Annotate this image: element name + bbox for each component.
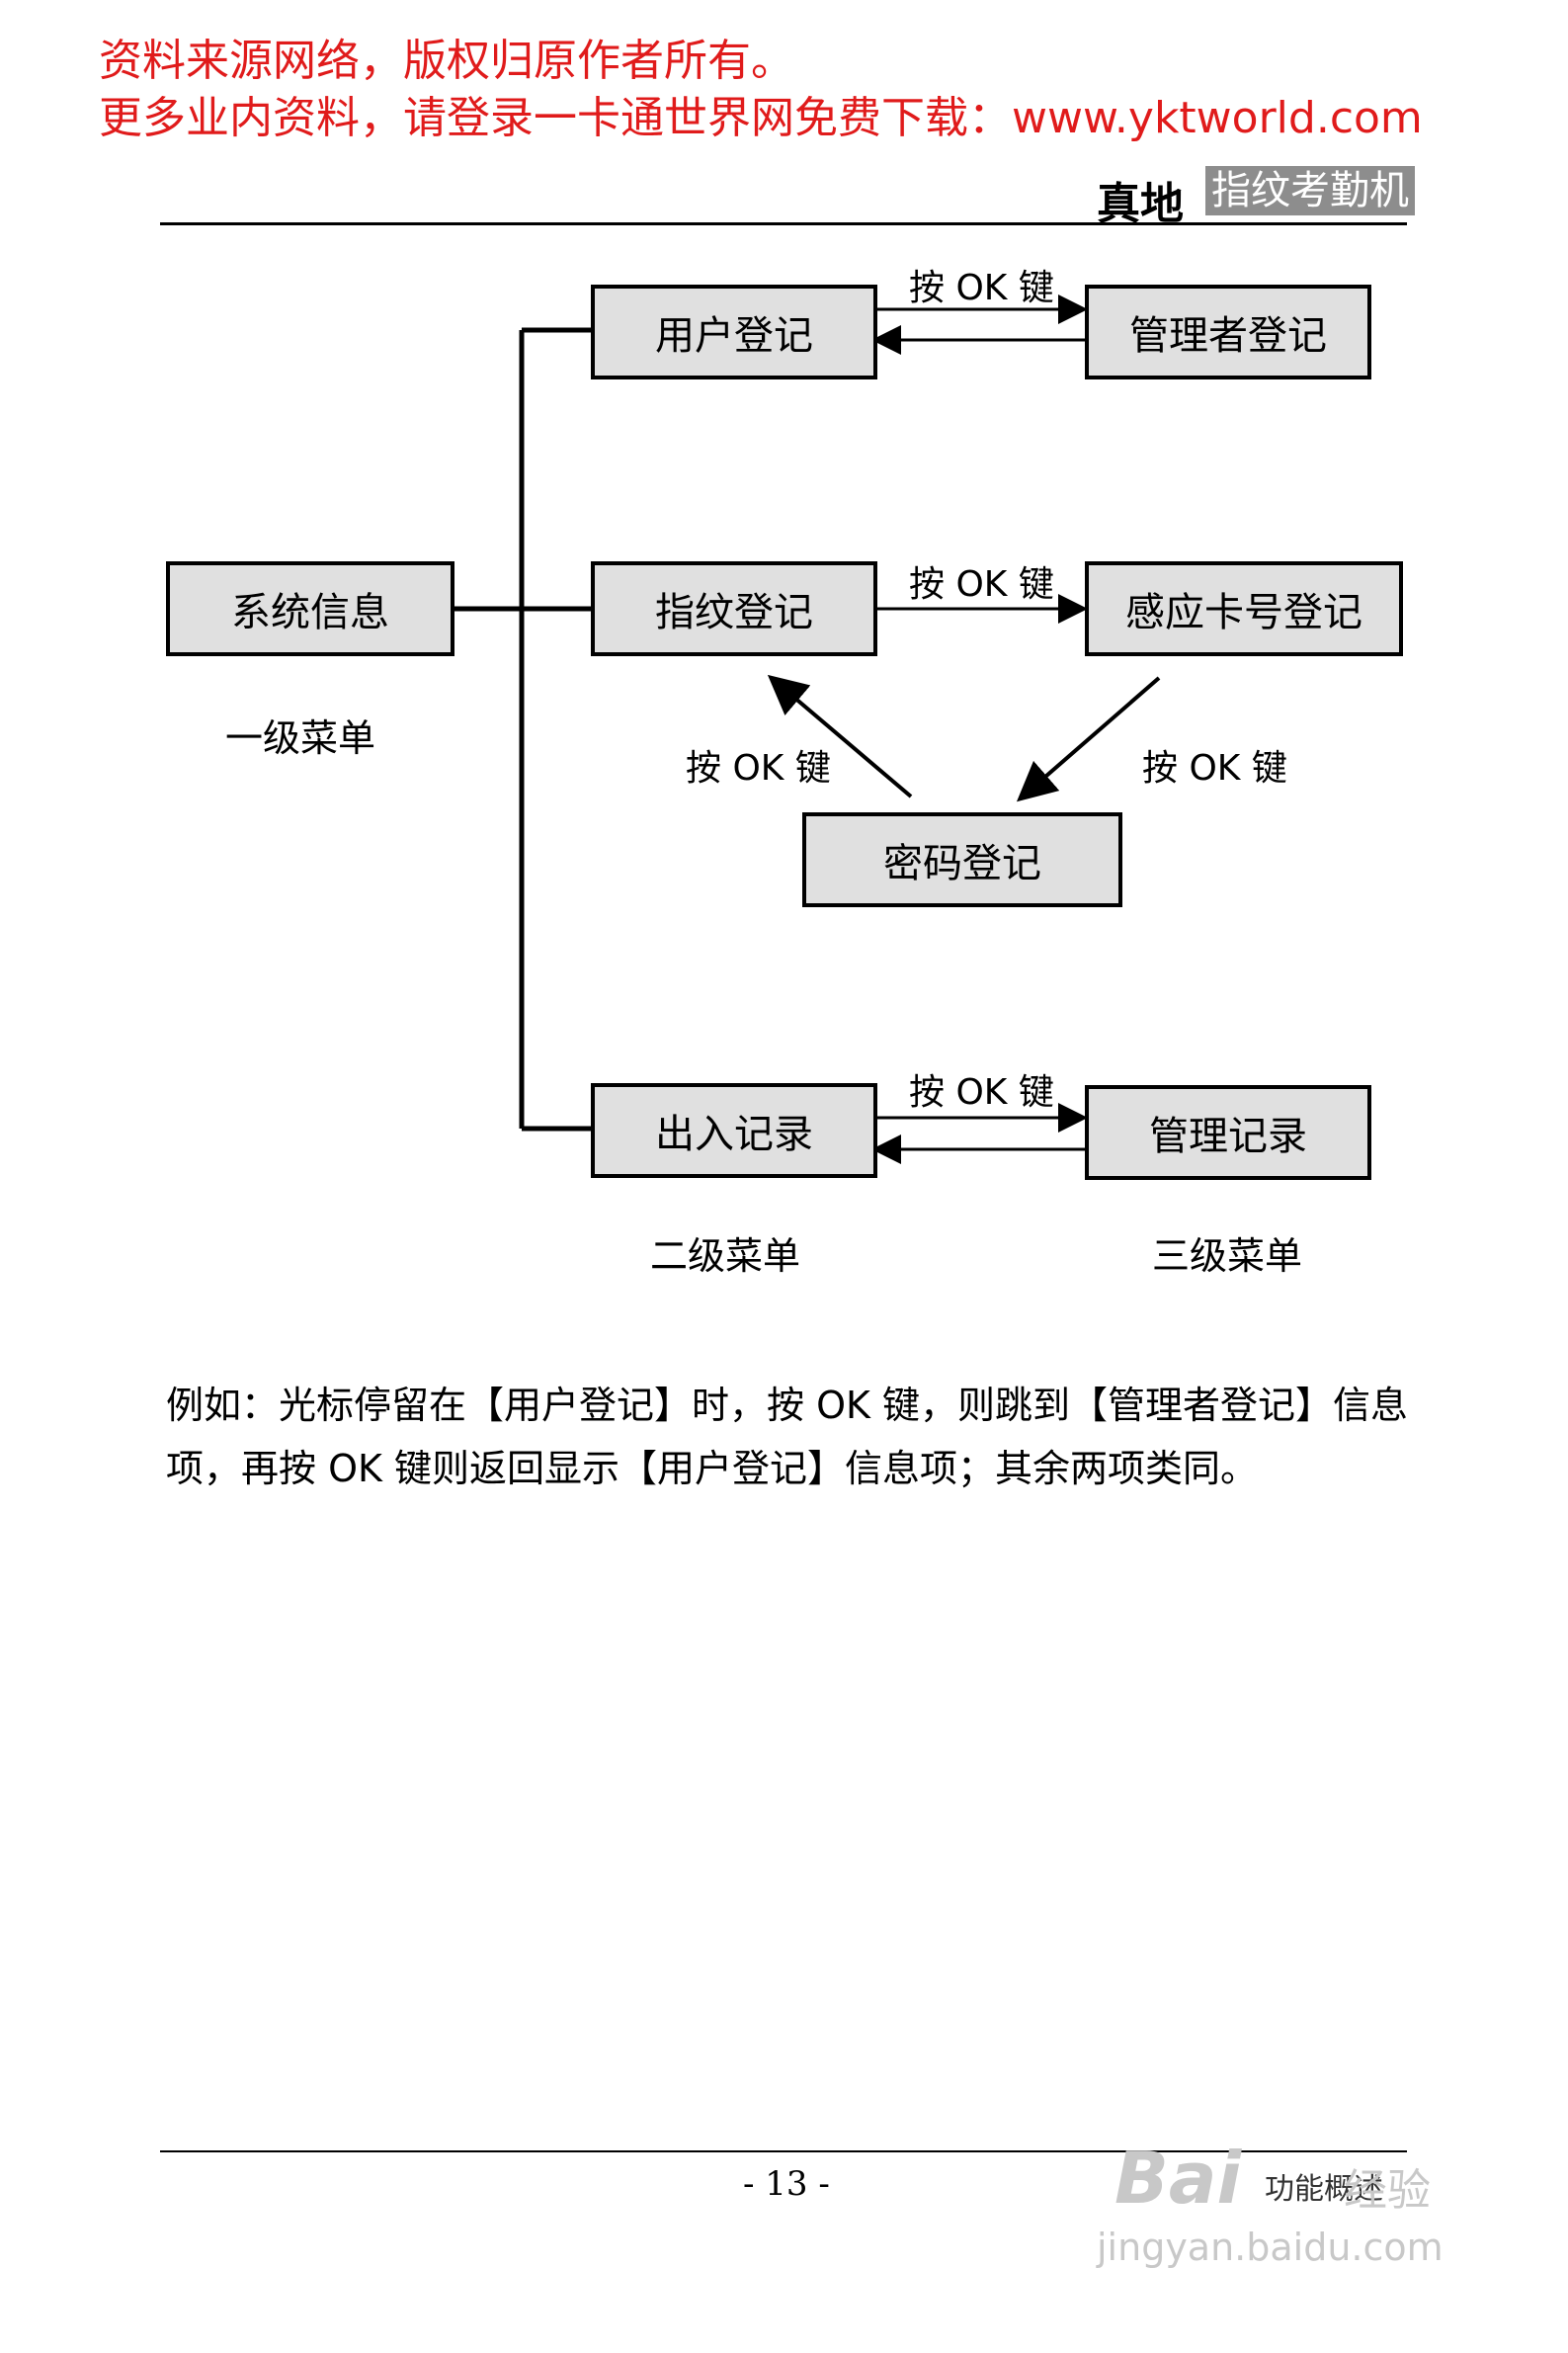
box-admin-records: 管理记录 bbox=[1085, 1085, 1371, 1180]
arrow-to-fingerprint bbox=[767, 674, 913, 798]
footer-rule bbox=[160, 2150, 1407, 2152]
key-label-row2: 按 OK 键 bbox=[909, 564, 1054, 605]
brand-title: 指纹考勤机 bbox=[1205, 166, 1415, 215]
box-admin-register: 管理者登记 bbox=[1085, 285, 1371, 379]
key-label-row3: 按 OK 键 bbox=[909, 1072, 1054, 1113]
arrow-to-password bbox=[1016, 676, 1161, 802]
box-fingerprint-register: 指纹登记 bbox=[591, 561, 877, 656]
box-password-register: 密码登记 bbox=[802, 812, 1122, 907]
watermark-url: jingyan.baidu.com bbox=[1097, 2226, 1444, 2269]
caption-level3: 三级菜单 bbox=[1152, 1234, 1303, 1278]
key-label-row1: 按 OK 键 bbox=[909, 268, 1054, 308]
key-label-left-diagonal: 按 OK 键 bbox=[686, 748, 831, 789]
watermark-suffix: 经验 bbox=[1344, 2165, 1431, 2216]
section-title: 功能概述 bbox=[1265, 2172, 1383, 2207]
caption-level1: 一级菜单 bbox=[225, 716, 376, 760]
brand-logo: 真地 bbox=[1097, 179, 1184, 229]
box-user-register: 用户登记 bbox=[591, 285, 877, 379]
key-label-right-diagonal: 按 OK 键 bbox=[1142, 748, 1287, 789]
page-number: - 13 - bbox=[743, 2164, 830, 2204]
body-paragraph: 例如：光标停留在【用户登记】时，按 OK 键，则跳到【管理者登记】信息项，再按 … bbox=[166, 1384, 1408, 1490]
caption-level2: 二级菜单 bbox=[650, 1234, 801, 1278]
source-note: 资料来源网络，版权归原作者所有。 bbox=[99, 36, 794, 86]
download-note: 更多业内资料，请登录一卡通世界网免费下载：www.yktworld.com bbox=[99, 93, 1423, 143]
box-card-register: 感应卡号登记 bbox=[1085, 561, 1403, 656]
header-rule bbox=[160, 222, 1407, 225]
box-system-info: 系统信息 bbox=[166, 561, 454, 656]
watermark-brand: Bai bbox=[1114, 2137, 1242, 2220]
box-access-records: 出入记录 bbox=[591, 1083, 877, 1178]
